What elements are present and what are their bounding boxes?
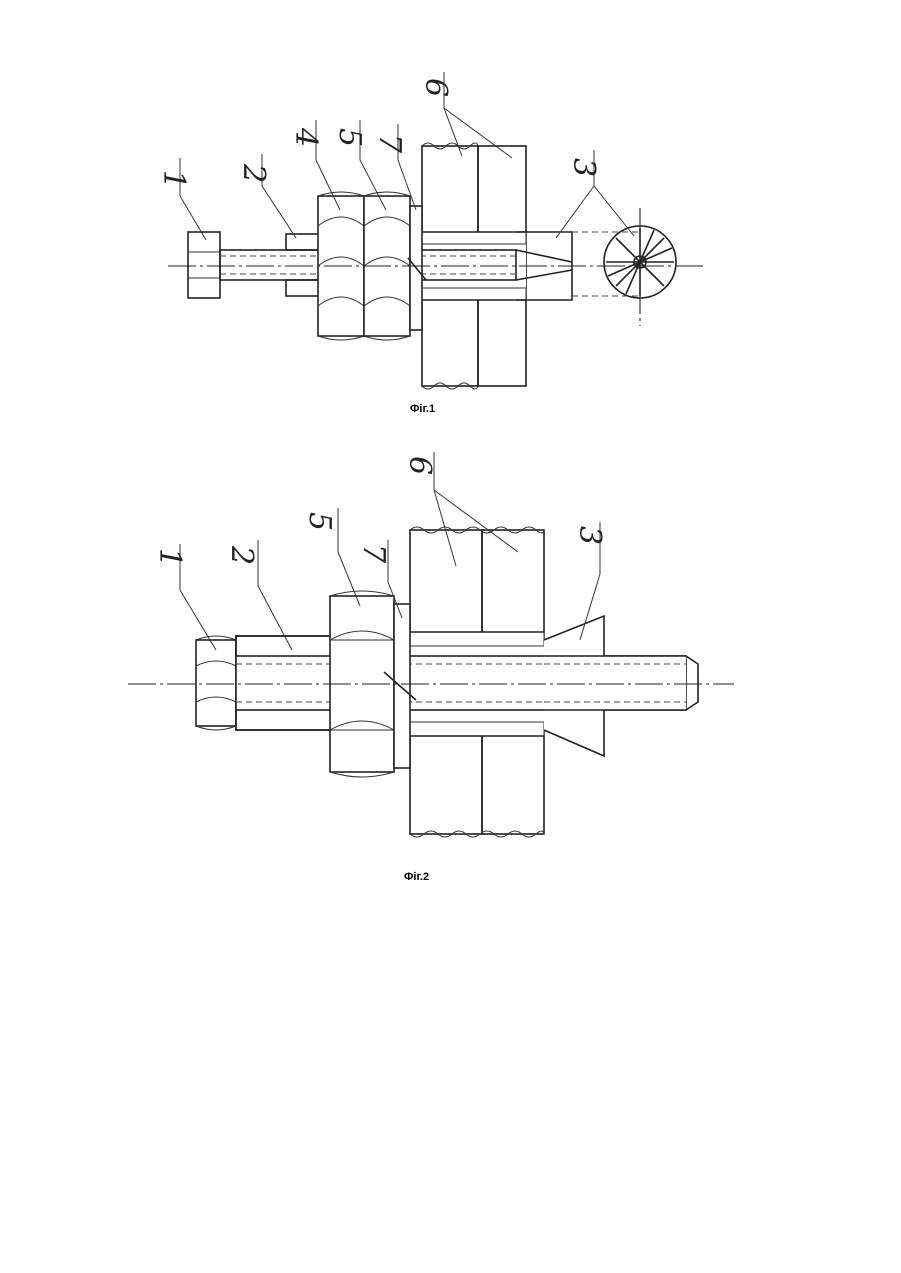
part-number-7: 7: [372, 134, 407, 154]
bolt-head-2: [196, 636, 236, 730]
threaded-sleeve-2: [236, 636, 332, 730]
part-number-6: 6: [402, 456, 437, 475]
figure-2: 1 2 5 7 6 3 Фіг.2: [128, 452, 734, 883]
part-numbers-fig2: 1 2 5 7 6 3: [152, 456, 607, 567]
part-number-2: 2: [236, 163, 271, 183]
threaded-sleeve: [286, 234, 320, 296]
part-numbers-fig1: 1 2 4 5 7 6 3: [156, 78, 601, 189]
part-number-2: 2: [224, 545, 259, 565]
part-number-6: 6: [418, 78, 453, 97]
part-number-1: 1: [156, 170, 191, 189]
part-number-1: 1: [152, 548, 187, 567]
figure-1: 1 2 4 5 7 6 3 Фіг.1: [156, 72, 706, 415]
end-view: [604, 208, 676, 326]
part-number-3: 3: [572, 526, 607, 545]
part-number-4: 4: [288, 127, 323, 147]
part-number-3: 3: [566, 158, 601, 177]
part-number-7: 7: [356, 544, 391, 564]
part-number-5: 5: [332, 128, 367, 147]
part-number-5: 5: [302, 512, 337, 531]
figure-2-caption: Фіг.2: [404, 871, 429, 883]
figure-1-caption: Фіг.1: [410, 403, 435, 415]
washer-7-fig2: [394, 604, 410, 768]
bolt-head: [188, 232, 220, 298]
wall-section-2: [410, 527, 544, 837]
